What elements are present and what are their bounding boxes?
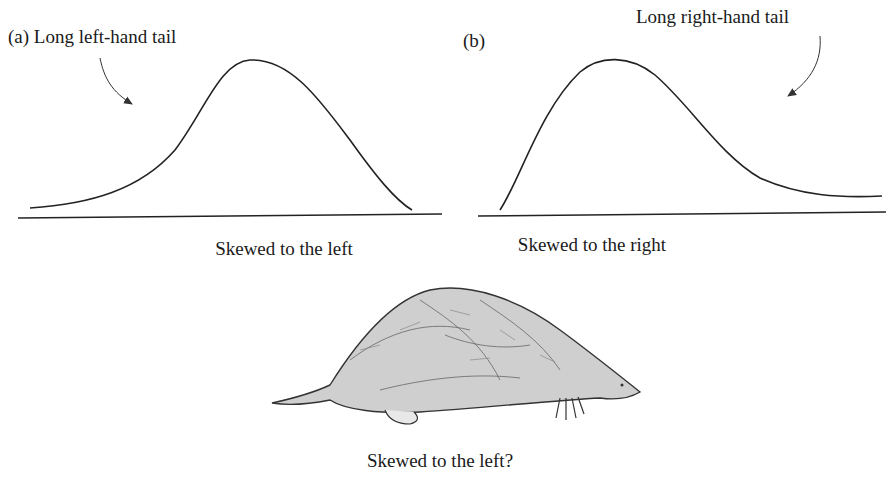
figure-caption: Skewed to the left?	[367, 450, 513, 473]
right-skewed-curve	[500, 60, 882, 210]
left-skewed-curve	[30, 60, 412, 210]
axis-line	[478, 212, 886, 216]
tail-label: (a) Long left-hand tail	[8, 26, 176, 49]
panel-caption: Skewed to the left	[215, 238, 353, 261]
panel-letter: (b)	[463, 30, 485, 53]
tail-label: Long right-hand tail	[636, 6, 789, 29]
panel-caption: Skewed to the right	[518, 234, 666, 257]
leader-arrow	[788, 36, 820, 96]
leader-arrow	[100, 58, 132, 104]
axis-line	[18, 214, 442, 218]
mole-illustration	[272, 288, 640, 424]
